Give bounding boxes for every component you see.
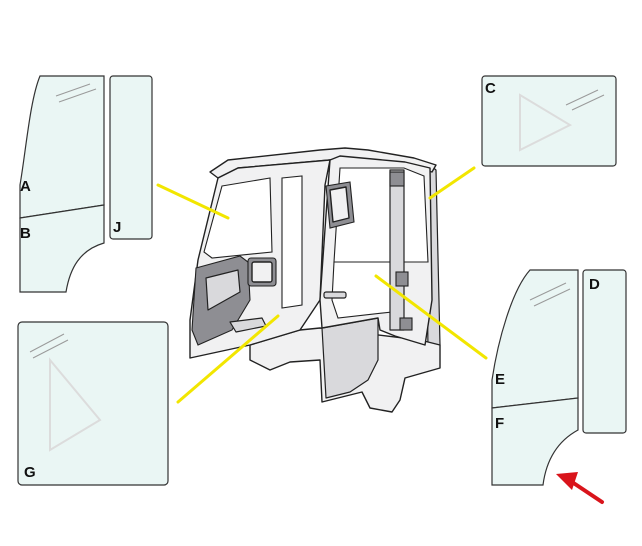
- label-a: A: [20, 178, 31, 195]
- right-door-glass-panel[interactable]: [491, 269, 579, 486]
- right-rear-strip-glass[interactable]: [582, 269, 627, 434]
- red-arrow: [556, 472, 604, 504]
- label-j: J: [113, 219, 121, 236]
- label-c: C: [485, 80, 496, 97]
- label-g: G: [24, 464, 36, 481]
- leader-line-right-door: [374, 274, 488, 360]
- label-f: F: [495, 415, 504, 432]
- left-door-glass-panel[interactable]: [19, 75, 105, 293]
- leader-line-left-door: [156, 183, 230, 220]
- left-rear-strip-glass[interactable]: [109, 75, 153, 240]
- cab-illustration: [189, 147, 441, 413]
- label-d: D: [589, 276, 600, 293]
- label-b: B: [20, 225, 31, 242]
- leader-lines: [156, 166, 488, 404]
- rear-window-glass[interactable]: [481, 75, 617, 167]
- leader-line-windscreen: [176, 314, 280, 404]
- label-e: E: [495, 371, 505, 388]
- windscreen-glass[interactable]: [17, 321, 169, 486]
- leader-line-rear: [428, 166, 476, 200]
